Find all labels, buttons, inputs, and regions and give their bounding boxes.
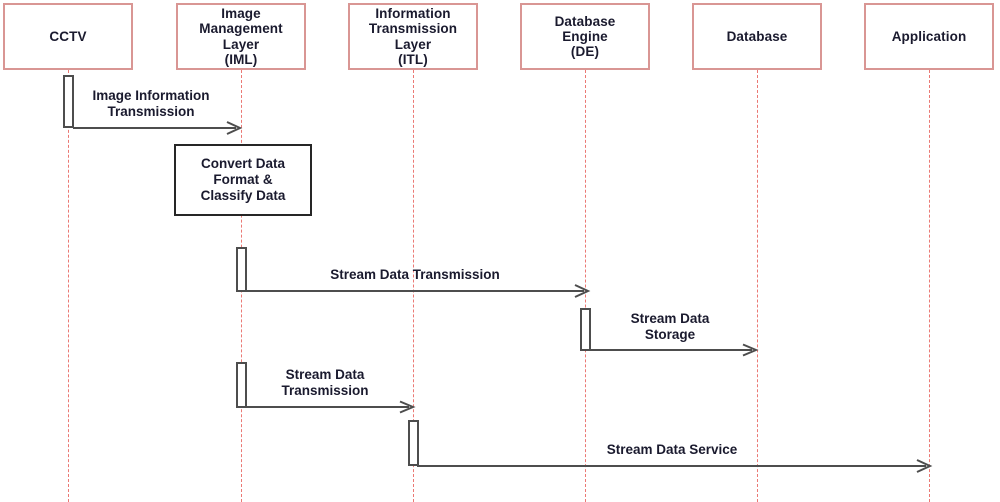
participant-database[interactable]: Database — [692, 3, 822, 70]
participant-cctv[interactable]: CCTV — [3, 3, 133, 70]
message-arrow-stream-data-transmission-1 — [245, 284, 591, 298]
message-label-stream-data-storage: Stream Data Storage — [630, 311, 710, 342]
participant-label-database: Database — [726, 28, 788, 44]
lifeline-itl — [413, 70, 414, 502]
message-arrow-stream-data-transmission-2 — [245, 400, 416, 414]
action-box-convert-data[interactable]: Convert Data Format & Classify Data — [174, 144, 312, 216]
participant-de[interactable]: Database Engine (DE) — [520, 3, 650, 70]
participant-label-iml: Image Management Layer (IML) — [199, 6, 283, 67]
participant-itl[interactable]: Information Transmission Layer (ITL) — [348, 3, 478, 70]
lifeline-database — [757, 70, 758, 502]
activation-bar-de-1[interactable] — [580, 308, 591, 351]
participant-label-application: Application — [891, 28, 967, 44]
lifeline-cctv — [68, 70, 69, 502]
activation-bar-iml-1[interactable] — [236, 247, 247, 292]
participant-application[interactable]: Application — [864, 3, 994, 70]
participant-label-cctv: CCTV — [49, 28, 87, 44]
lifeline-de — [585, 70, 586, 502]
message-label-image-information-transmission: Image Information Transmission — [92, 88, 210, 119]
lifeline-application — [929, 70, 930, 502]
participant-iml[interactable]: Image Management Layer (IML) — [176, 3, 306, 70]
message-label-stream-data-transmission-1: Stream Data Transmission — [330, 267, 500, 282]
message-arrow-stream-data-service — [417, 459, 933, 473]
activation-bar-itl-1[interactable] — [408, 420, 419, 466]
action-box-label: Convert Data Format & Classify Data — [200, 156, 286, 203]
message-arrow-stream-data-storage — [589, 343, 759, 357]
message-arrow-image-information-transmission — [73, 121, 243, 135]
participant-label-itl: Information Transmission Layer (ITL) — [368, 6, 458, 67]
message-label-stream-data-transmission-2: Stream Data Transmission — [281, 367, 369, 398]
message-label-stream-data-service: Stream Data Service — [606, 442, 738, 457]
activation-bar-iml-2[interactable] — [236, 362, 247, 408]
participant-label-de: Database Engine (DE) — [554, 13, 616, 60]
activation-bar-cctv-1[interactable] — [63, 75, 74, 128]
